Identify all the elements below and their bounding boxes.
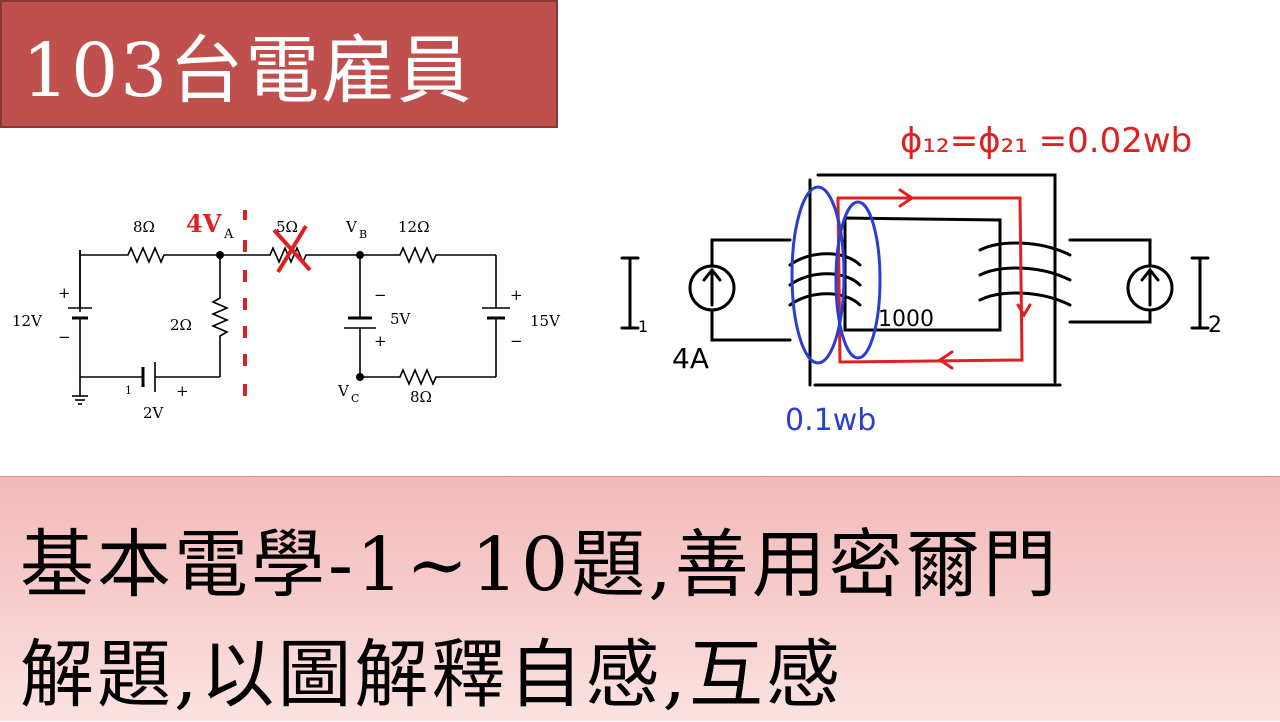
label-12v: 12V (12, 312, 43, 330)
label-plus-5v: + (374, 332, 387, 350)
label-plus-2v: + (176, 382, 189, 400)
label-node-a: A (223, 227, 234, 242)
annotation-flux-equation: ϕ₁₂=ϕ₂₁ =0.02wb (900, 121, 1192, 161)
annotation-flux-left: 0.1wb (785, 403, 876, 438)
annotation-node-voltage: 4V (186, 209, 222, 238)
self-flux-ellipses (790, 185, 882, 365)
label-i2-sub: 2 (1208, 313, 1222, 338)
label-current: 4A (672, 342, 709, 375)
label-5v: 5V (390, 310, 412, 328)
label-vb: V (345, 218, 358, 236)
mutual-flux-path (836, 188, 1032, 370)
label-vc-sub: C (351, 392, 359, 405)
label-r-2: 2Ω (170, 316, 192, 334)
red-annotations-left (243, 210, 312, 396)
node-b-dot (356, 251, 364, 259)
label-r-5: 5Ω (276, 218, 298, 236)
label-plus-15v: + (510, 286, 523, 304)
label-minus-15v: − (510, 332, 523, 350)
label-r-8-bottom: 8Ω (410, 388, 432, 406)
label-15v: 15V (530, 312, 561, 330)
label-vb-sub: B (359, 228, 367, 241)
label-vc: V (337, 382, 350, 400)
label-one: 1 (125, 384, 132, 397)
transformer-diagram-right: 1 2 4A 1000 ϕ₁₂=ϕ₂₁ =0.02wb 0.1wb (620, 121, 1222, 438)
label-r-12: 12Ω (398, 218, 430, 236)
label-turns: 1000 (878, 307, 934, 332)
label-i1-sub: 1 (638, 317, 648, 336)
label-minus-5v: − (374, 286, 387, 304)
label-minus-12v: − (58, 328, 71, 346)
node-c-dot (356, 373, 364, 381)
node-a-dot (216, 251, 224, 259)
label-2v: 2V (143, 404, 165, 422)
subtitle-line-2: 解題,以圖解釋自感,互感 (20, 632, 844, 718)
circuit-diagram-left: 8Ω A 5Ω V B 12Ω + 12V − 2Ω − 5V + + 15V … (12, 209, 561, 422)
page-title: 103台電雇員 (22, 27, 474, 114)
subtitle-band: 基本電學-1~10題,善用密爾門 解題,以圖解釋自感,互感 (0, 476, 1280, 721)
label-plus-12v: + (58, 284, 71, 302)
title-banner: 103台電雇員 (0, 0, 558, 128)
subtitle-line-1: 基本電學-1~10題,善用密爾門 (20, 522, 1060, 608)
label-r-8-top: 8Ω (133, 218, 155, 236)
